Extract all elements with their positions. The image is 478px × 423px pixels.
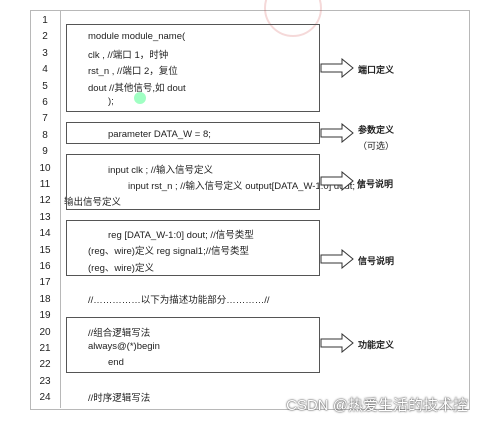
code-frame [30, 10, 470, 410]
arrow-right-icon [320, 249, 354, 269]
line-number: 7 [42, 113, 48, 125]
arrow-right-icon [320, 333, 354, 353]
line-number: 4 [42, 64, 48, 76]
code-line-16: (reg、wire)定义 [88, 263, 154, 274]
code-line-22: end [108, 357, 124, 368]
line-number: 13 [39, 211, 51, 223]
function-section-box [66, 317, 320, 373]
code-line-4: rst_n , //端口 2，复位 [88, 66, 178, 77]
line-number: 12 [39, 195, 51, 207]
code-line-11: input rst_n ; //输入信号定义 output[DATA_W-1:0… [128, 181, 363, 192]
code-line-10: input clk ; //输入信号定义 [108, 165, 214, 176]
param-definition-label: 参数定义 [358, 125, 395, 135]
line-number: 10 [39, 162, 51, 174]
arrow-right-icon [320, 58, 354, 78]
param-optional-note: （可选） [358, 141, 395, 151]
signal-description-label-1: 信号说明 [357, 179, 394, 189]
code-line-18: //……………以下为描述功能部分…………// [88, 295, 270, 306]
csdn-watermark: CSDN @热爱生活的技术控 [286, 397, 468, 414]
code-line-15: (reg、wire)定义 reg signal1;//信号类型 [88, 246, 250, 257]
signal-section-box [66, 220, 320, 276]
arrow-right-icon [320, 123, 354, 143]
line-number: 3 [42, 47, 48, 59]
line-number: 16 [39, 261, 51, 272]
code-line-5: dout //其他信号,如 dout [88, 83, 186, 94]
code-line-21: always@(*)begin [88, 341, 160, 352]
line-number: 14 [39, 228, 51, 240]
function-definition-label: 功能定义 [358, 340, 395, 350]
arrow-right-icon [320, 171, 354, 191]
line-number: 22 [39, 359, 51, 371]
code-line-3: clk , //端口 1，时钟 [88, 50, 169, 61]
line-number: 6 [42, 97, 48, 108]
port-definition-label: 端口定义 [358, 65, 395, 75]
code-line-24: //时序逻辑写法 [88, 393, 151, 404]
line-number-gutter [30, 10, 61, 408]
code-line-6: ); [108, 96, 114, 107]
line-number: 18 [39, 293, 51, 305]
mouse-cursor-icon [134, 92, 146, 104]
line-number: 19 [39, 310, 51, 322]
line-number: 2 [42, 31, 48, 43]
line-number: 11 [39, 179, 51, 190]
line-number: 1 [42, 15, 48, 26]
line-number: 8 [42, 129, 48, 141]
line-number: 9 [42, 146, 48, 158]
stamp-watermark-icon [264, 0, 322, 37]
port-section-box [66, 24, 320, 112]
line-number: 21 [39, 343, 51, 354]
code-line-2: module module_name( [88, 31, 186, 42]
code-line-8: parameter DATA_W = 8; [108, 129, 211, 140]
input-section-box [66, 154, 320, 210]
line-number: 20 [39, 326, 51, 338]
line-number: 17 [39, 277, 51, 289]
code-line-12: 输出信号定义 [64, 197, 122, 208]
line-number: 5 [42, 80, 48, 92]
code-line-20: //组合逻辑写法 [88, 328, 151, 339]
line-number: 24 [39, 392, 51, 404]
signal-description-label-2: 信号说明 [358, 256, 395, 266]
code-line-14: reg [DATA_W-1:0] dout; //信号类型 [108, 230, 254, 241]
param-section-box [66, 122, 320, 144]
line-number: 15 [39, 244, 51, 256]
line-number: 23 [39, 375, 51, 387]
